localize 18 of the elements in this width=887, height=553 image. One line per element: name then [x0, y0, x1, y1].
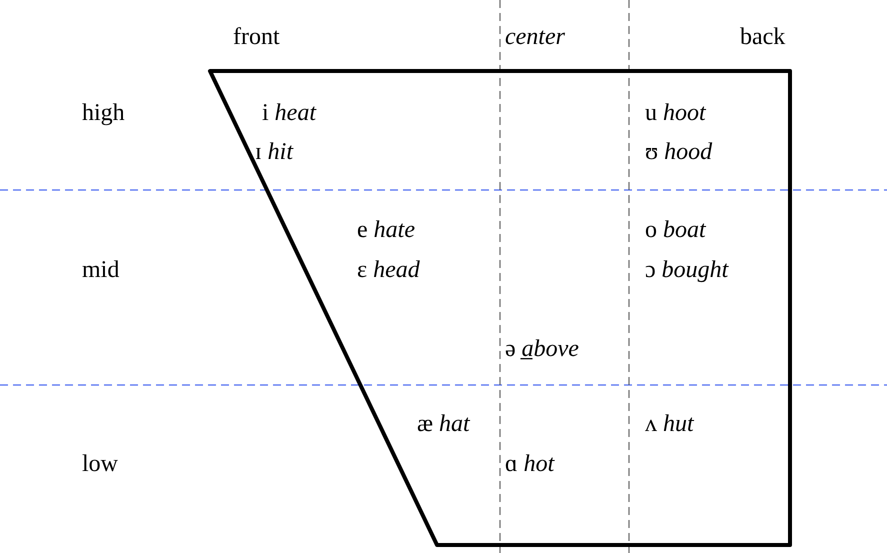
- vowel-example: ʊ hood: [645, 138, 712, 166]
- row-heading: mid: [82, 256, 120, 284]
- vowel-example: ʌ hut: [645, 410, 694, 438]
- vowel-example: ɑ hot: [505, 450, 554, 478]
- row-heading: high: [82, 99, 125, 127]
- vowel-example: ɪ hit: [255, 138, 294, 166]
- vowel-example: u hoot: [645, 99, 706, 127]
- vowel-example: ə a̲bove: [505, 335, 579, 363]
- vowel-example: e hate: [357, 216, 415, 244]
- column-heading: front: [233, 23, 280, 51]
- vowel-example: æ hat: [417, 410, 470, 438]
- vowel-example: ɔ bought: [645, 256, 728, 284]
- column-heading: back: [740, 23, 786, 51]
- row-heading: low: [82, 450, 118, 478]
- vowel-example: i heat: [262, 99, 316, 127]
- column-heading: center: [505, 23, 565, 51]
- vowel-example: o boat: [645, 216, 706, 244]
- vowel-example: ɛ head: [357, 256, 420, 284]
